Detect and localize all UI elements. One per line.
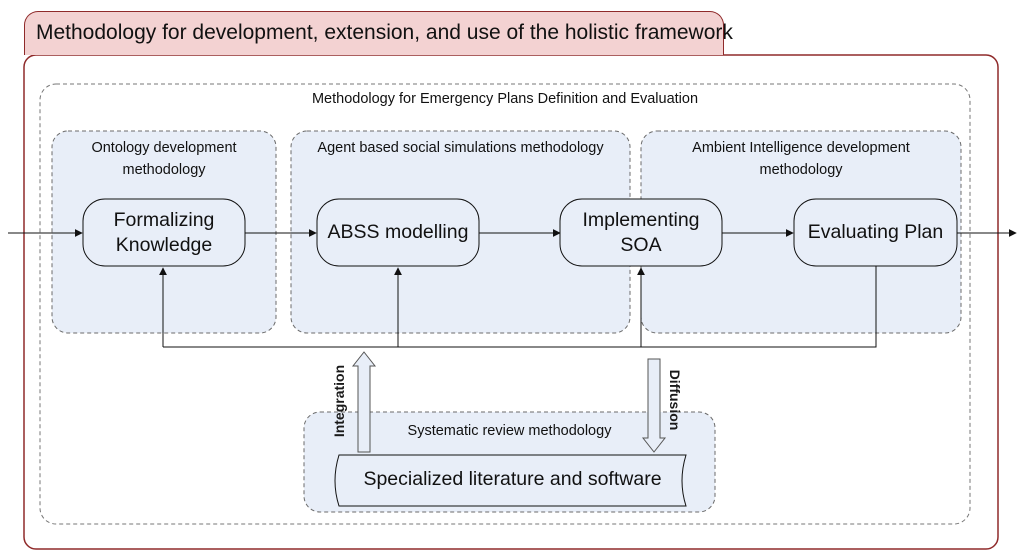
step-implementing [559,198,723,267]
group-ami-title: Ambient Intelligence development methodo… [641,137,961,181]
framework-title: Methodology for development, extension, … [36,21,733,44]
step-implementing-label: Implementing SOA [560,208,722,258]
step-evaluating [793,198,958,267]
literature-shape [334,454,687,507]
step-implementing-line1: Implementing [582,209,700,231]
feedback-line [163,266,877,348]
diffusion-arrow [641,358,667,453]
step-formalizing-line2: Knowledge [115,234,213,256]
integration-label: Integration [331,364,347,438]
group-ontology-line2: methodology [122,162,206,178]
group-ontology-line1: Ontology development [91,140,237,156]
framework-title-tab [24,11,724,55]
step-formalizing [82,198,246,267]
step-evaluating-label: Evaluating Plan [807,221,944,243]
integration-arrow [351,351,377,453]
step-abss-modelling-label: ABSS modelling [327,221,469,243]
diffusion-label: Diffusion [667,369,683,431]
step-implementing-line2: SOA [620,234,662,256]
group-review-title: Systematic review methodology [407,423,612,439]
step-abss-modelling [316,198,480,267]
group-abss-title: Agent based social simulations methodolo… [317,140,604,156]
group-ontology-title: Ontology development methodology [52,137,276,181]
emergency-title: Methodology for Emergency Plans Definiti… [311,91,699,107]
group-ami-line1: Ambient Intelligence development [692,140,910,156]
literature-label: Specialized literature and software [363,468,662,490]
group-ami-line2: methodology [759,162,843,178]
step-formalizing-label: Formalizing Knowledge [83,208,245,258]
step-formalizing-line1: Formalizing [113,209,215,231]
